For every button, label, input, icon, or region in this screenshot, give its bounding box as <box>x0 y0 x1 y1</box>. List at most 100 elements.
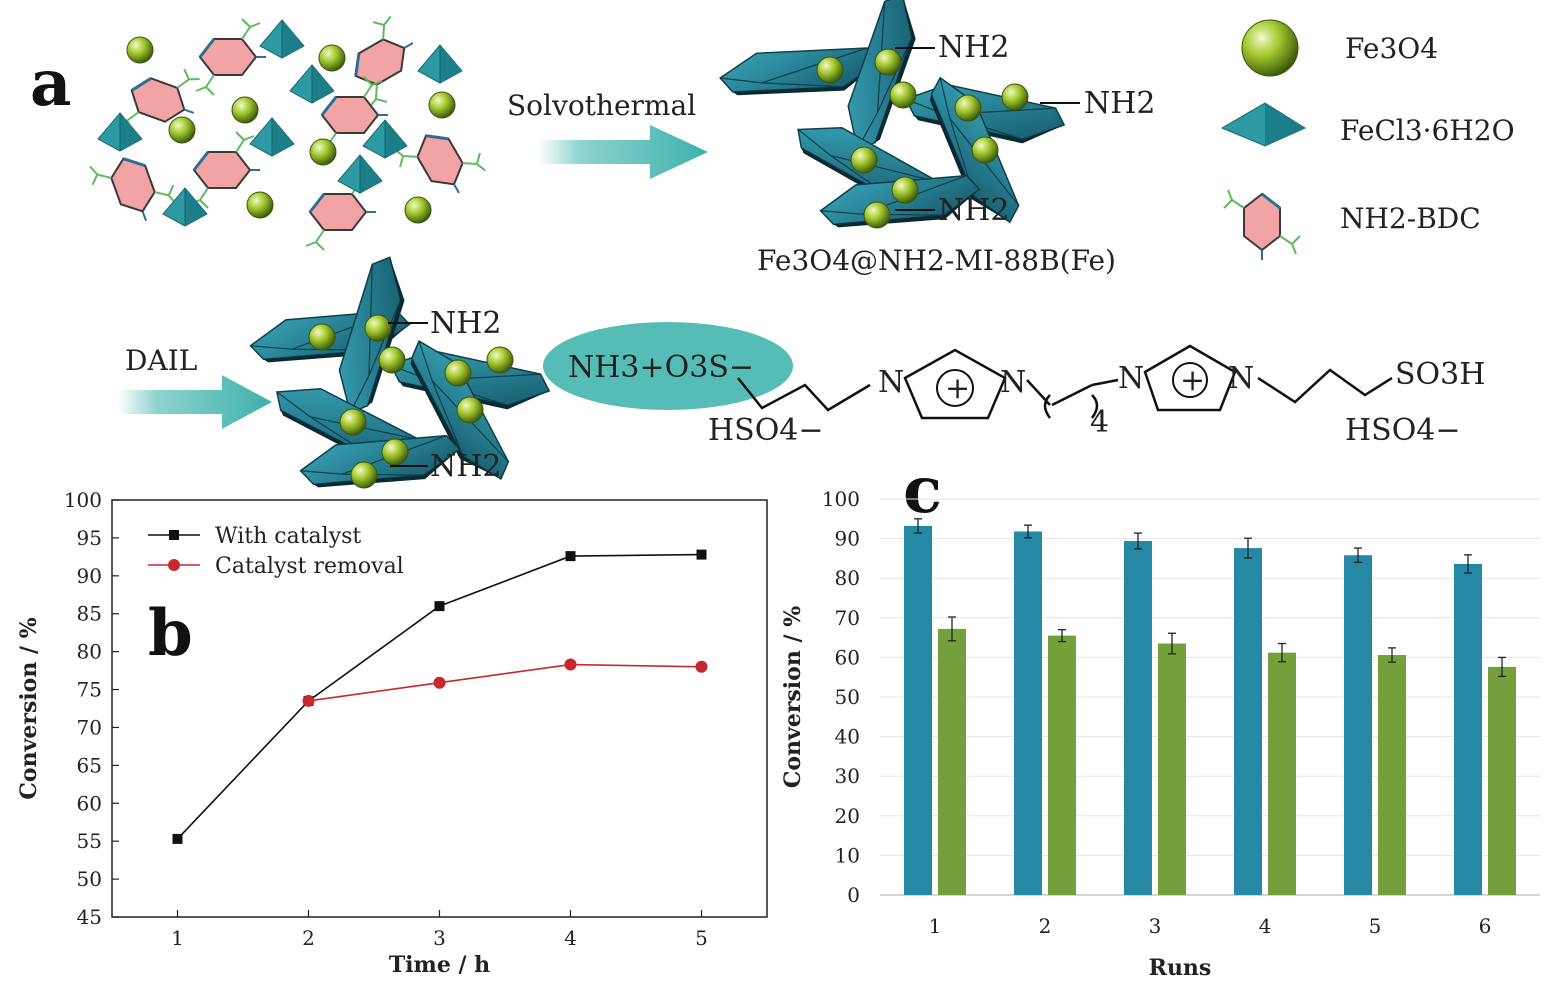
x-tick-label: 3 <box>1149 914 1162 938</box>
cation-sign: + <box>1180 363 1205 398</box>
panel-b-label: b <box>148 596 193 671</box>
dail-arrow: DAIL <box>118 344 272 429</box>
imidazolium-ring <box>903 348 1007 420</box>
counter-anion: HSO4− <box>708 413 824 448</box>
linker-molecule <box>331 8 434 113</box>
y-tick-label: 100 <box>822 487 860 511</box>
fe3o4-particle <box>874 48 902 76</box>
x-tick-label: 4 <box>564 926 577 950</box>
fe3o4-particle <box>486 346 514 374</box>
series-line <box>176 553 702 840</box>
propyl-chain <box>1257 368 1393 404</box>
data-point <box>565 551 576 562</box>
iron-salt-crystal <box>289 64 335 104</box>
x-tick-label: 5 <box>695 926 708 950</box>
product-label: Fe3O4@NH2-MI-88B(Fe) <box>757 244 1116 277</box>
y-tick-label: 65 <box>77 753 102 777</box>
data-point <box>433 676 446 689</box>
x-tick-label: 3 <box>433 926 446 950</box>
x-axis-label: Time / h <box>389 952 490 978</box>
bar <box>1344 555 1372 895</box>
fe3o4-particle <box>971 136 999 164</box>
bar <box>1124 540 1152 895</box>
amine-label: NH2 <box>430 306 502 341</box>
iron-salt-crystal <box>249 117 295 157</box>
ionic-liquid-structure: NH3+O3S− N + N 4 N + N SO3H HSO4− HSO4− <box>543 322 1485 448</box>
imidazolium-nitrogen: N <box>1000 365 1026 400</box>
iron-salt-crystal <box>97 112 143 152</box>
x-tick-label: 2 <box>302 926 315 950</box>
series-group <box>172 549 708 844</box>
bar-group <box>904 518 1516 895</box>
data-point <box>564 658 577 671</box>
iron-salt-crystal <box>417 44 463 84</box>
butyl-chain <box>1091 378 1119 387</box>
data-point <box>302 694 315 707</box>
butyl-chain <box>1051 383 1093 407</box>
fe3o4-particle <box>891 176 919 204</box>
fe3o4-particle <box>339 408 367 436</box>
amine-label: NH2 <box>1084 86 1156 121</box>
iron-salt-crystal <box>259 19 305 59</box>
y-tick-label: 0 <box>847 883 860 907</box>
mof-cluster-functionalized: NH2 NH2 <box>246 251 553 505</box>
y-tick-label: 90 <box>77 564 102 588</box>
bar <box>1048 635 1076 895</box>
fe3o4-particle <box>309 138 337 166</box>
bar <box>904 525 932 895</box>
y-tick-label: 50 <box>835 685 860 709</box>
fe3o4-particle <box>428 91 456 119</box>
fe3o4-particle <box>954 94 982 122</box>
fe3o4-particle <box>1001 83 1029 111</box>
y-tick-label: 90 <box>835 527 860 551</box>
x-tick-label: 4 <box>1259 914 1272 938</box>
fe3o4-particle <box>168 116 196 144</box>
bar <box>1014 531 1042 895</box>
y-axis-label: Conversion / % <box>16 617 42 799</box>
cation-sign: + <box>945 371 970 406</box>
imidazolium-ring <box>1143 344 1237 412</box>
fe3o4-particle <box>381 438 409 466</box>
mof-cluster-product: NH2 NH2 NH2 Fe3O4@NH2-MI-88B(Fe) <box>716 0 1156 277</box>
data-point <box>696 549 707 560</box>
legend-label: NH2-BDC <box>1340 202 1481 235</box>
fe3o4-particle <box>364 314 392 342</box>
fe3o4-particle <box>350 461 378 489</box>
bar <box>1158 643 1186 895</box>
fe3o4-particle <box>308 323 336 351</box>
data-point <box>172 833 183 844</box>
data-point <box>695 660 708 673</box>
chain-bracket-right <box>1090 394 1099 419</box>
y-tick-label: 60 <box>835 645 860 669</box>
bar <box>1234 548 1262 895</box>
series-line <box>308 663 702 702</box>
legend-marker <box>168 559 180 571</box>
solvothermal-arrow: Solvothermal <box>507 89 708 179</box>
bar <box>1454 563 1482 895</box>
scheme-legend: Fe3O4 FeCl3·6H2O NH2-BDC <box>1220 19 1515 262</box>
y-tick-label: 55 <box>77 829 102 853</box>
y-tick-label: 30 <box>835 764 860 788</box>
fe3o4-particle <box>318 44 346 72</box>
x-tick-label: 2 <box>1039 914 1052 938</box>
sulfonic-acid-group: SO3H <box>1395 357 1485 392</box>
bar <box>938 628 966 895</box>
y-tick-label: 10 <box>835 843 860 867</box>
legend-label: Catalyst removal <box>215 554 404 579</box>
bar <box>1378 655 1406 895</box>
fe3o4-particle <box>126 36 154 64</box>
panel-a: a <box>30 0 1515 505</box>
x-tick-label: 6 <box>1479 914 1492 938</box>
amine-label: NH2 <box>430 449 502 484</box>
y-tick-label: 80 <box>835 566 860 590</box>
linker-molecule <box>84 140 184 236</box>
arrow-icon <box>538 125 708 179</box>
y-tick-label: 75 <box>77 678 102 702</box>
x-axis-label: Runs <box>1149 955 1212 981</box>
